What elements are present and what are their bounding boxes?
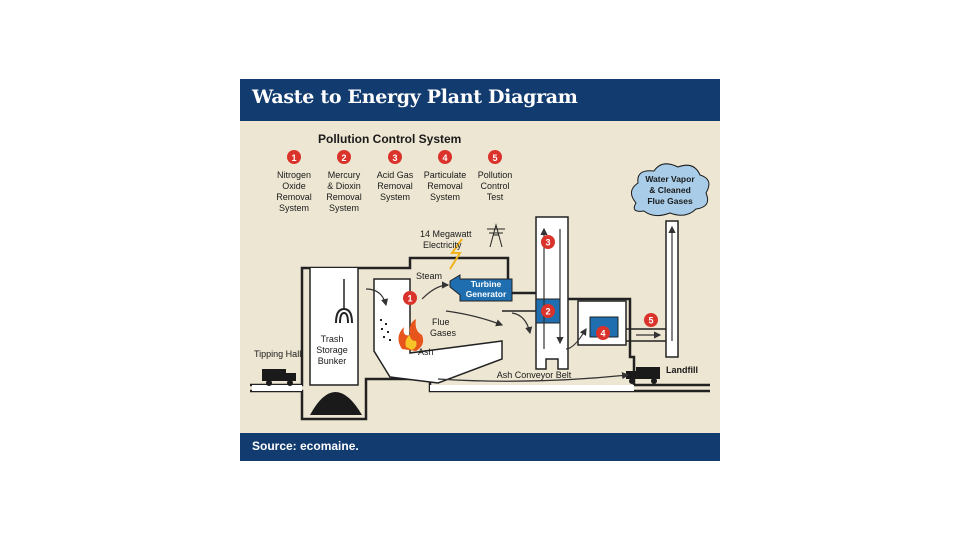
trash-label-1: Trash: [321, 334, 344, 344]
flue-label-1: Flue: [432, 317, 450, 327]
item-text: Removal: [377, 181, 413, 191]
marker-number: 2: [545, 307, 550, 317]
source-bar: Source: ecomaine.: [240, 433, 720, 461]
item-number: 4: [442, 153, 447, 163]
item-text: Test: [487, 192, 504, 202]
marker-2: 2: [541, 304, 555, 318]
vapor-label-3: Flue Gases: [647, 196, 693, 206]
item-text: Oxide: [282, 181, 306, 191]
dump-truck-icon: [626, 367, 660, 384]
ash-belt-label: Ash Conveyor Belt: [497, 370, 572, 380]
pollution-item-2: 2 Mercury & Dioxin Removal System: [326, 150, 362, 213]
flame-icon: [398, 319, 424, 351]
turbine-label-2: Generator: [466, 289, 507, 299]
trash-bunker: [309, 268, 359, 386]
landfill-label: Landfill: [666, 365, 698, 375]
flow-arrows: [365, 225, 676, 382]
marker-5: 5: [644, 313, 658, 327]
pollution-item-3: 3 Acid Gas Removal System: [377, 150, 414, 202]
item-text: Removal: [427, 181, 463, 191]
item-text: Removal: [326, 192, 362, 202]
item-text: System: [380, 192, 410, 202]
transmission-tower-icon: [487, 223, 505, 248]
plant-diagram: Pollution Control System 1 Nitrogen Oxid…: [250, 132, 710, 421]
flue-label-2: Gases: [430, 328, 457, 338]
item-text: Mercury: [328, 170, 361, 180]
vapor-label-1: Water Vapor: [645, 174, 695, 184]
trash-pile: [310, 392, 362, 415]
marker-number: 4: [600, 329, 605, 339]
item-text: System: [329, 203, 359, 213]
marker-number: 1: [407, 294, 412, 304]
diagram-title: Waste to Energy Plant Diagram: [252, 86, 578, 108]
steam-label: Steam: [416, 271, 442, 281]
item-text: & Dioxin: [327, 181, 361, 191]
source-text: Source: ecomaine.: [252, 439, 359, 453]
marker-number: 5: [648, 316, 653, 326]
trash-label-2: Storage: [316, 345, 348, 355]
pollution-control-heading: Pollution Control System: [318, 132, 461, 146]
item-number: 5: [492, 153, 497, 163]
waste-particles: [380, 319, 391, 341]
electricity-label-1: 14 Megawatt: [420, 229, 472, 239]
vapor-label-2: & Cleaned: [649, 185, 691, 195]
item-text: Acid Gas: [377, 170, 414, 180]
item-number: 1: [291, 153, 296, 163]
item-number: 3: [392, 153, 397, 163]
item-text: Removal: [276, 192, 312, 202]
item-text: System: [279, 203, 309, 213]
item-text: Nitrogen: [277, 170, 311, 180]
turbine-label-1: Turbine: [471, 279, 502, 289]
trash-label-3: Bunker: [318, 356, 347, 366]
title-bar: Waste to Energy Plant Diagram: [240, 79, 720, 121]
item-text: Particulate: [424, 170, 467, 180]
lightning-icon: [449, 238, 463, 270]
item-text: System: [430, 192, 460, 202]
dump-truck-icon: [262, 369, 296, 386]
pollution-item-1: 1 Nitrogen Oxide Removal System: [276, 150, 312, 213]
marker-3: 3: [541, 235, 555, 249]
ash-label: Ash: [418, 347, 434, 357]
item-text: Pollution: [478, 170, 513, 180]
pollution-item-4: 4 Particulate Removal System: [424, 150, 467, 202]
item-text: Control: [480, 181, 509, 191]
tipping-hall-label: Tipping Hall: [254, 349, 301, 359]
turbine-generator: [449, 274, 513, 302]
grapple-claw-icon: [335, 279, 353, 324]
marker-1: 1: [403, 291, 417, 305]
pollution-item-5: 5 Pollution Control Test: [478, 150, 513, 202]
marker-4: 4: [596, 326, 610, 340]
item-number: 2: [341, 153, 346, 163]
electricity-label-2: Electricity: [423, 240, 462, 250]
diagram-figure: Waste to Energy Plant Diagram Pollution …: [240, 79, 720, 461]
vapor-cloud: [631, 163, 710, 217]
marker-number: 3: [545, 238, 550, 248]
